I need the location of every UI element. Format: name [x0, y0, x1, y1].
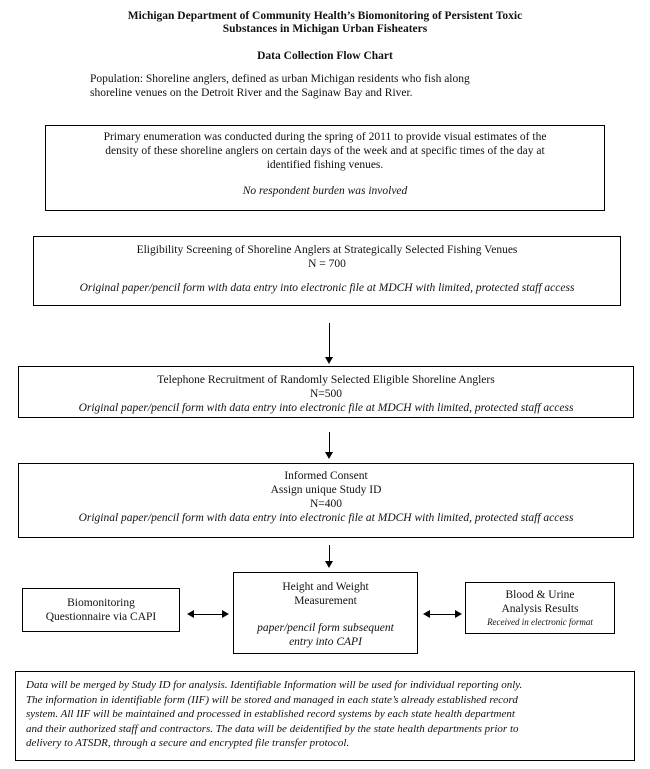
measurement-line-1: Height and Weight: [282, 581, 369, 593]
measurement-note-2: entry into CAPI: [289, 636, 362, 648]
arrow-down-icon: [325, 561, 333, 568]
arrow-left-icon: [423, 610, 430, 618]
recruitment-box: Telephone Recruitment of Randomly Select…: [18, 366, 634, 418]
enumeration-line-1: Primary enumeration was conducted during…: [103, 131, 547, 143]
eligibility-note: Original paper/pencil form with data ent…: [79, 282, 575, 294]
consent-count: N=400: [309, 498, 343, 510]
page-title: Michigan Department of Community Health’…: [0, 10, 650, 36]
footer-line-5: delivery to ATSDR, through a secure and …: [26, 737, 350, 749]
footer-line-4: and their authorized staff and contracto…: [26, 722, 519, 735]
footer-line-3: system. All IIF will be maintained and p…: [26, 708, 515, 720]
enumeration-line-3: identified fishing venues.: [266, 159, 384, 171]
arrow-right-icon: [222, 610, 229, 618]
consent-title: Informed Consent: [284, 470, 368, 482]
measurement-box: Height and Weight Measurement paper/penc…: [233, 572, 418, 654]
recruitment-count: N=500: [309, 388, 343, 400]
consent-note: Original paper/pencil form with data ent…: [78, 512, 574, 524]
recruitment-note: Original paper/pencil form with data ent…: [78, 402, 574, 414]
arrow-left-icon: [187, 610, 194, 618]
results-line-1: Blood & Urine: [505, 589, 575, 601]
population-description: Population: Shoreline anglers, defined a…: [90, 72, 610, 100]
enumeration-note: No respondent burden was involved: [242, 185, 408, 197]
results-note: Received in electronic format: [487, 617, 593, 627]
measurement-note-1: paper/pencil form subsequent: [257, 622, 394, 634]
title-line-1: Michigan Department of Community Health’…: [127, 10, 523, 22]
population-line-2: shoreline venues on the Detroit River an…: [90, 87, 413, 99]
questionnaire-box: Biomonitoring Questionnaire via CAPI: [22, 588, 180, 632]
enumeration-box: Primary enumeration was conducted during…: [45, 125, 605, 211]
enumeration-line-2: density of these shoreline anglers on ce…: [105, 145, 545, 157]
connector-line: [430, 614, 455, 615]
questionnaire-line-2: Questionnaire via CAPI: [45, 611, 157, 623]
arrow-right-icon: [455, 610, 462, 618]
connector-line: [329, 432, 330, 452]
connector-line: [329, 323, 330, 357]
eligibility-box: Eligibility Screening of Shoreline Angle…: [33, 236, 621, 306]
arrow-down-icon: [325, 452, 333, 459]
arrow-down-icon: [325, 357, 333, 364]
results-box: Blood & Urine Analysis Results Received …: [465, 582, 615, 634]
data-handling-box: Data will be merged by Study ID for anal…: [15, 671, 635, 761]
connector-line: [194, 614, 222, 615]
population-line-1: Population: Shoreline anglers, defined a…: [90, 73, 470, 85]
flow-chart-subtitle: Data Collection Flow Chart: [257, 50, 393, 62]
eligibility-title: Eligibility Screening of Shoreline Angle…: [136, 244, 518, 256]
eligibility-count: N = 700: [308, 258, 346, 270]
results-line-2: Analysis Results: [501, 603, 579, 615]
questionnaire-line-1: Biomonitoring: [67, 597, 135, 609]
measurement-line-2: Measurement: [294, 595, 357, 607]
consent-box: Informed Consent Assign unique Study ID …: [18, 463, 634, 538]
connector-line: [329, 545, 330, 561]
title-line-2: Substances in Michigan Urban Fisheaters: [222, 23, 428, 35]
footer-line-2: The information in identifiable form (II…: [26, 693, 518, 706]
consent-subtitle: Assign unique Study ID: [270, 484, 382, 496]
recruitment-title: Telephone Recruitment of Randomly Select…: [157, 374, 495, 386]
footer-line-1: Data will be merged by Study ID for anal…: [26, 679, 523, 691]
